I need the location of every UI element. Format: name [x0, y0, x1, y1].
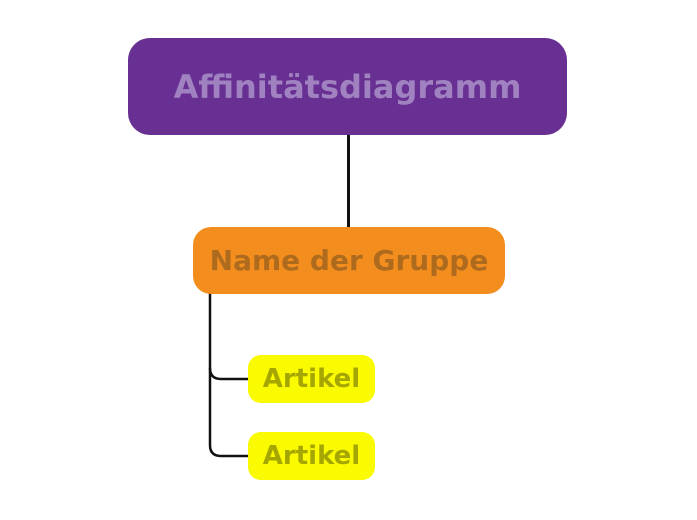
node-artikel-2[interactable]: Artikel [248, 432, 375, 480]
connector-group-to-article-1 [208, 367, 248, 381]
node-artikel-1[interactable]: Artikel [248, 355, 375, 403]
node-name-der-gruppe-label: Name der Gruppe [209, 244, 489, 277]
node-affinitaetsdiagramm[interactable]: Affinitätsdiagramm [128, 38, 567, 135]
node-artikel-1-label: Artikel [262, 364, 361, 394]
connector-group-to-article-2 [208, 293, 248, 458]
node-affinitaetsdiagramm-label: Affinitätsdiagramm [173, 67, 522, 106]
node-name-der-gruppe[interactable]: Name der Gruppe [193, 227, 505, 294]
node-artikel-2-label: Artikel [262, 441, 361, 471]
